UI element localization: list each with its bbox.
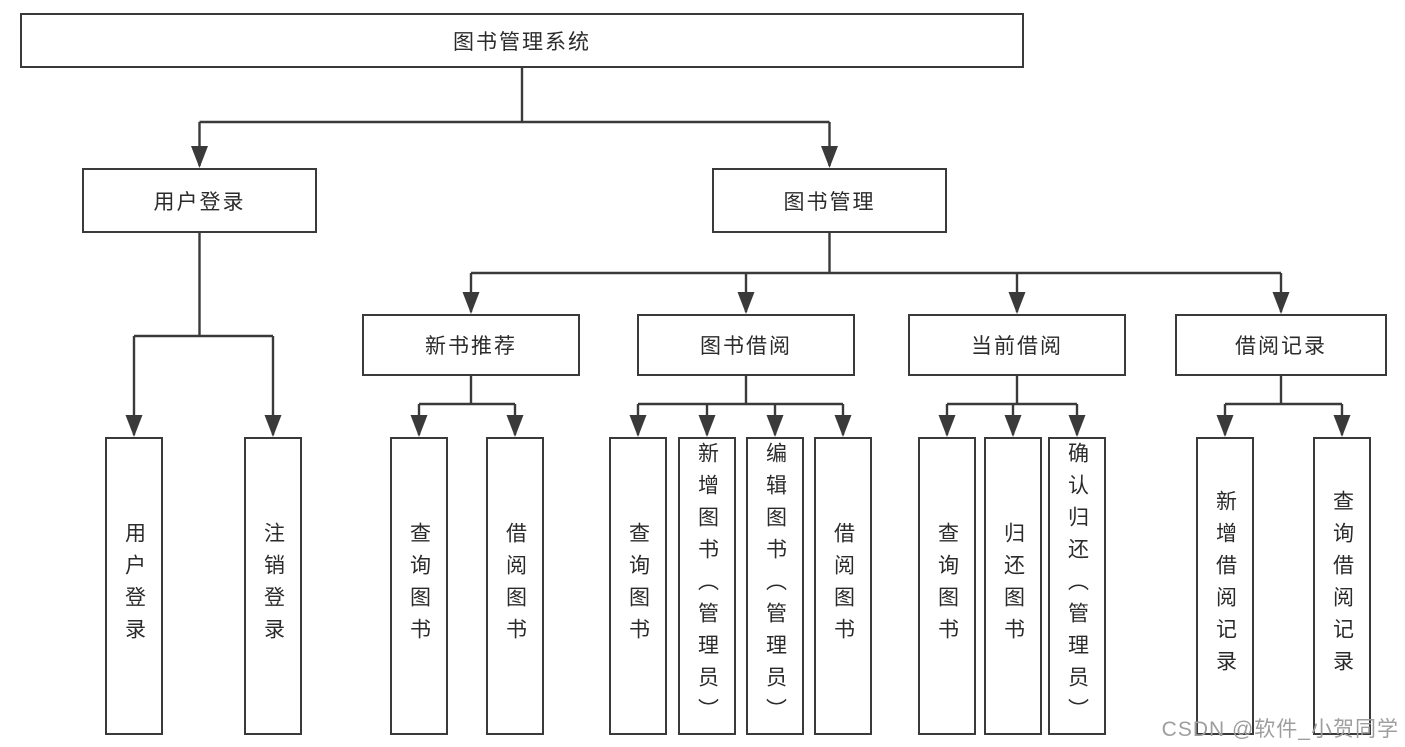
node-borrowing-records: 借阅记录 xyxy=(1175,314,1387,376)
node-label: 查询图书 xyxy=(935,522,959,650)
node-leaf-user-login: 用户登录 xyxy=(105,437,163,735)
node-leaf-logout: 注销登录 xyxy=(244,437,302,735)
node-label: 查询图书 xyxy=(407,522,431,650)
node-leaf-borrow-books-newrec: 借阅图书 xyxy=(486,437,544,735)
node-label: 当前借阅 xyxy=(971,335,1063,358)
node-label: 查询图书 xyxy=(626,522,650,650)
node-label: 用户登录 xyxy=(153,190,246,214)
node-label: 新增借阅记录 xyxy=(1213,490,1237,682)
node-book-borrowing: 图书借阅 xyxy=(637,314,855,376)
node-label: 查询借阅记录 xyxy=(1330,490,1354,682)
node-leaf-query-books-borrow: 查询图书 xyxy=(609,437,667,735)
node-label: 借阅图书 xyxy=(831,522,855,650)
node-book-management-branch: 图书管理 xyxy=(712,168,947,233)
node-label: 用户登录 xyxy=(122,522,146,650)
node-leaf-edit-book-admin: 编辑图书（管理员） xyxy=(746,437,804,735)
node-label: 归还图书 xyxy=(1001,522,1025,650)
node-leaf-query-books-current: 查询图书 xyxy=(918,437,976,735)
node-new-book-recommendation: 新书推荐 xyxy=(362,314,580,376)
node-user-login-branch: 用户登录 xyxy=(82,168,317,233)
node-label: 注销登录 xyxy=(261,522,285,650)
node-label: 确认归还（管理员） xyxy=(1065,442,1089,730)
node-label: 借阅图书 xyxy=(503,522,527,650)
node-leaf-return-books: 归还图书 xyxy=(984,437,1042,735)
node-leaf-add-borrow-record: 新增借阅记录 xyxy=(1196,437,1254,735)
csdn-watermark: CSDN @软件_小贺同学 xyxy=(1161,718,1399,741)
node-label: 图书管理系统 xyxy=(453,30,591,54)
node-label: 新增图书（管理员） xyxy=(695,442,719,730)
node-leaf-borrow-books: 借阅图书 xyxy=(814,437,872,735)
node-label: 新书推荐 xyxy=(425,335,517,358)
node-current-borrowing: 当前借阅 xyxy=(908,314,1126,376)
node-label: 借阅记录 xyxy=(1235,335,1327,358)
node-label: 图书管理 xyxy=(783,190,876,214)
node-leaf-query-borrow-record: 查询借阅记录 xyxy=(1313,437,1371,735)
node-label: 编辑图书（管理员） xyxy=(763,442,787,730)
node-leaf-confirm-return-admin: 确认归还（管理员） xyxy=(1048,437,1106,735)
node-library-management-system: 图书管理系统 xyxy=(20,13,1024,68)
node-label: 图书借阅 xyxy=(700,335,792,358)
node-leaf-add-book-admin: 新增图书（管理员） xyxy=(678,437,736,735)
node-leaf-query-books-newrec: 查询图书 xyxy=(390,437,448,735)
